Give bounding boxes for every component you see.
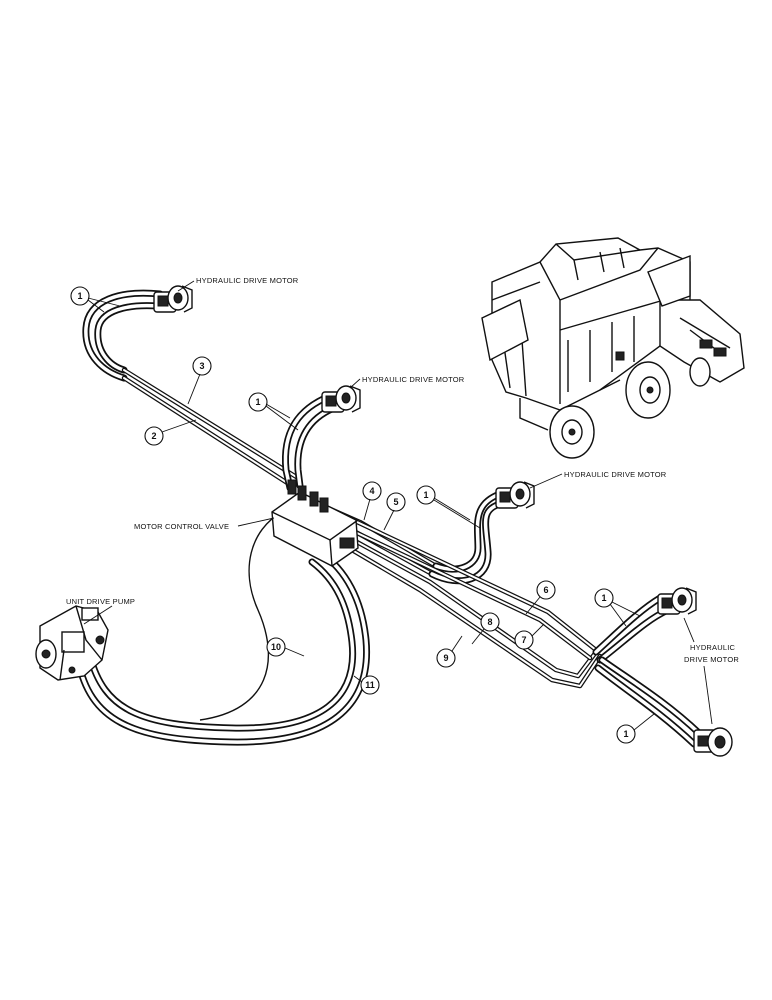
svg-text:7: 7 [521,635,526,645]
svg-text:5: 5 [393,497,398,507]
callout-1c: 1 [416,485,481,529]
callout-1a: 1 [70,286,121,313]
callout-9: 9 [436,635,463,668]
motor-3-label: HYDRAULIC DRIVE MOTOR [564,470,667,479]
hydraulic-motor-icon [693,727,733,757]
svg-text:1: 1 [623,729,628,739]
svg-text:2: 2 [151,431,156,441]
pump-label: UNIT DRIVE PUMP [66,597,135,606]
callout-7: 7 [514,623,545,650]
motor-4-label-line1: HYDRAULIC [690,643,736,652]
svg-text:6: 6 [543,585,548,595]
hydraulic-pump-icon [35,605,109,681]
callout-11: 11 [353,675,380,695]
callout-10: 10 [266,637,305,657]
baler-machine-icon [481,237,745,459]
motor-2-label: HYDRAULIC DRIVE MOTOR [362,375,465,384]
svg-text:3: 3 [199,361,204,371]
callout-6: 6 [525,580,556,615]
hydraulic-motor-icon [657,587,697,615]
motor-1-label: HYDRAULIC DRIVE MOTOR [196,276,299,285]
svg-text:4: 4 [369,486,374,496]
callout-1b: 1 [248,392,299,431]
svg-text:11: 11 [365,680,375,690]
hydraulic-motor-icon [321,385,361,413]
hydraulic-motor-icon [153,285,193,313]
svg-text:9: 9 [443,653,448,663]
control-valve-icon [271,479,359,567]
motor-4-label-line2: DRIVE MOTOR [684,655,739,664]
svg-text:1: 1 [77,291,82,301]
control-valve-label: MOTOR CONTROL VALVE [134,522,229,531]
callout-8: 8 [471,612,500,645]
callout-1d: 1 [594,588,641,627]
hydraulic-motor-icon [495,481,535,509]
callout-2: 2 [144,419,197,446]
svg-text:10: 10 [271,642,281,652]
callout-5: 5 [383,492,406,531]
callout-3: 3 [187,356,212,405]
callout-1e: 1 [616,713,655,744]
svg-text:1: 1 [255,397,260,407]
callout-4: 4 [362,481,382,521]
svg-text:8: 8 [487,617,492,627]
svg-text:1: 1 [423,490,428,500]
svg-text:1: 1 [601,593,606,603]
